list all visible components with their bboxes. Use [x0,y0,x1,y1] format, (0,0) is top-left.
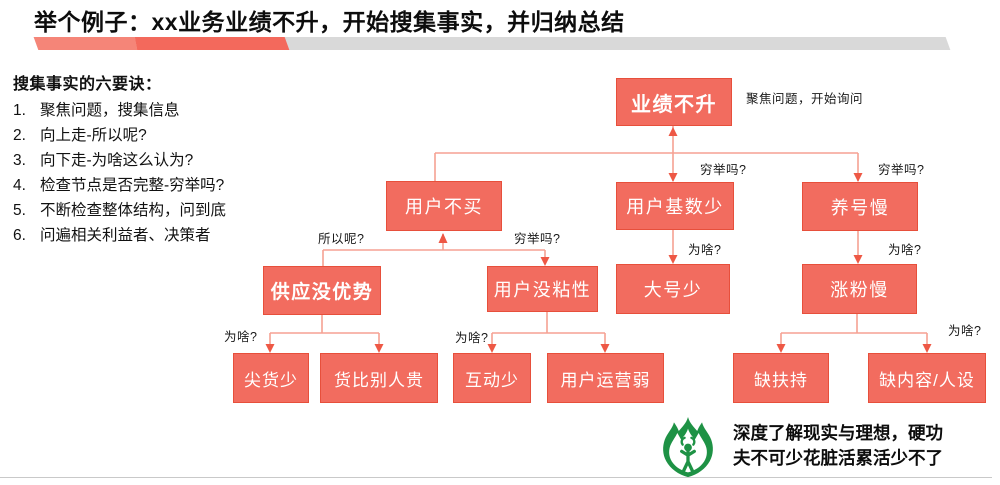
annotation-why-5: 为啥? [948,324,982,338]
title-underline-bar [33,37,951,50]
node-few-big-accounts: 大号少 [616,264,730,314]
node-low-interaction: 互动少 [453,353,531,403]
footer-slogan-line1: 深度了解现实与理想，硬功 [733,423,943,443]
node-few-top-products: 尖货少 [233,353,309,403]
node-users-not-buying: 用户不买 [386,181,502,231]
node-users-not-sticky: 用户没粘性 [487,266,598,312]
list-item: 3.向下走-为啥这么认为? [13,152,194,169]
node-small-user-base: 用户基数少 [616,182,734,230]
flame-person-logo [657,416,719,485]
page-title: 举个例子：xx业务业绩不升，开始搜集事实，并归纳总结 [34,9,625,35]
annotation-exhaustive-3: 穷举吗? [514,232,561,246]
footer-slogan-line2: 夫不可少花脏活累活少不了 [733,448,943,468]
annotation-why-3: 为啥? [224,330,258,344]
node-lack-of-support: 缺扶持 [733,353,829,403]
list-item: 6.问遍相关利益者、决策者 [13,227,211,244]
list-item: 4.检查节点是否完整-穷举吗? [13,177,225,194]
list-item: 1.聚焦问题，搜集信息 [13,102,180,119]
annotation-why-1: 为啥? [688,243,722,257]
node-supply-no-advantage: 供应没优势 [263,266,381,315]
annotation-exhaustive-2: 穷举吗? [878,163,925,177]
node-performance-stagnant: 业绩不升 [616,78,732,126]
node-pricier-than-others: 货比别人贵 [320,353,438,403]
title-underline-accent [33,37,290,50]
node-weak-user-operations: 用户运营弱 [547,353,664,403]
node-slow-account-growth: 养号慢 [802,182,918,231]
six-tips-heading: 搜集事实的六要诀： [13,76,162,93]
list-item: 5.不断检查整体结构，问到底 [13,202,227,219]
annotation-exhaustive-1: 穷举吗? [700,163,747,177]
annotation-why-2: 为啥? [888,243,922,257]
list-item: 2.向上走-所以呢? [13,127,147,144]
node-lack-content-persona: 缺内容/人设 [868,353,986,403]
annotation-so-what: 所以呢? [318,232,365,246]
node-slow-fan-growth: 涨粉慢 [802,264,917,314]
footer-slogan: 深度了解现实与理想，硬功 夫不可少花脏活累活少不了 [733,421,943,471]
annotation-why-4: 为啥? [455,331,489,345]
annotation-focus-question: 聚焦问题，开始询问 [746,92,864,106]
bottom-divider [0,477,992,478]
six-tips-panel: 搜集事实的六要诀： 1.聚焦问题，搜集信息 2.向上走-所以呢? 3.向下走-为… [13,70,348,248]
